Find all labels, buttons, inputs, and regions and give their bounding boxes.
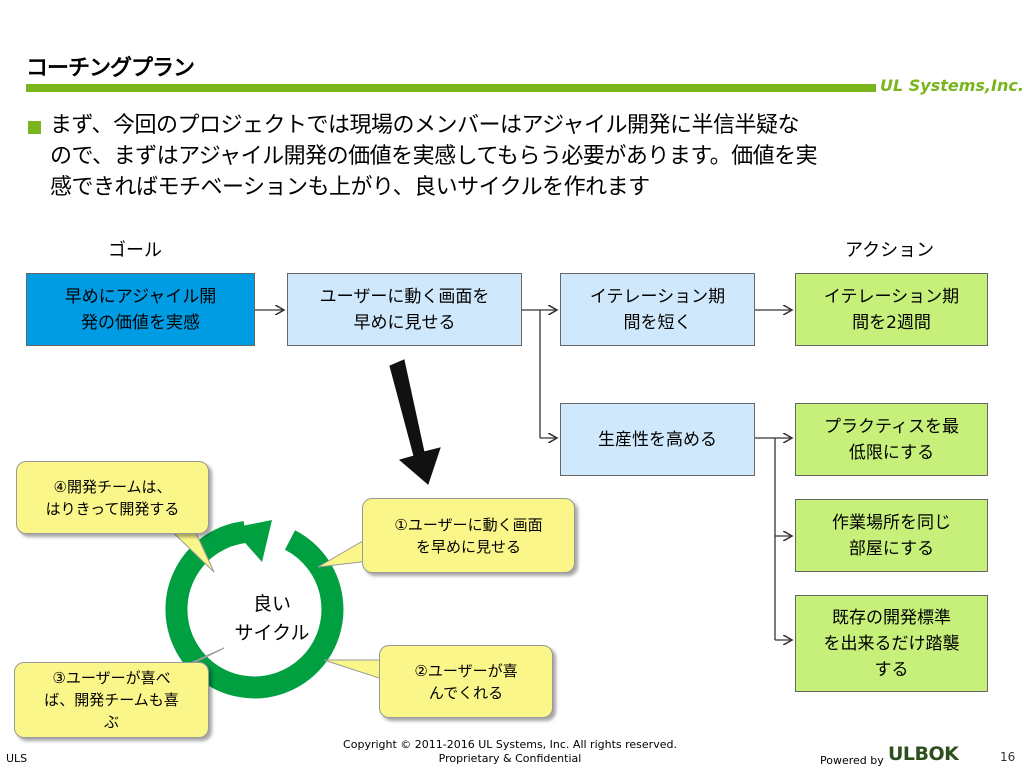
goal-box: 早めにアジャイル開発の価値を実感: [26, 273, 255, 346]
callout-line: はりきって開発する: [45, 499, 180, 518]
title-rule: [26, 84, 876, 92]
footer-copyright: Copyright © 2011-2016 UL Systems, Inc. A…: [300, 738, 720, 766]
cycle-ring-icon: [165, 521, 344, 699]
goal-column-label: ゴール: [108, 240, 162, 261]
ulbok-logo: ULBOK: [888, 743, 959, 765]
box-line: を出来るだけ踏襲: [823, 633, 960, 654]
bullet-line: ので、まずはアジャイル開発の価値を実感してもらう必要があります。価値を実: [50, 144, 818, 169]
cycle-line: サイクル: [234, 622, 310, 644]
box-line: ユーザーに動く画面を: [319, 286, 490, 307]
box-line: 既存の開発標準: [832, 607, 951, 628]
callout-line: ④開発チームは、: [53, 477, 172, 496]
box-line: 作業場所を同じ: [832, 512, 951, 533]
iteration-box: イテレーション期間を短く: [560, 273, 755, 346]
down-arrow-icon: [389, 359, 441, 485]
cycle-center-label: 良い サイクル: [222, 590, 322, 648]
box-line: 間を2週間: [852, 312, 931, 333]
callout-pointer: [323, 659, 386, 681]
copyright-line: Proprietary & Confidential: [438, 752, 582, 765]
productivity-box: 生産性を高める: [560, 403, 755, 476]
callout-line: んでくれる: [428, 683, 504, 702]
cycle-arrowhead-icon: [232, 520, 272, 562]
action-column-label: アクション: [845, 240, 935, 261]
box-line: 部屋にする: [848, 538, 935, 559]
box-line: 生産性を高める: [598, 429, 717, 450]
box-line: プラクティスを最: [824, 416, 959, 437]
action-box-1: イテレーション期間を2週間: [795, 273, 988, 346]
company-logo: UL Systems,Inc.: [880, 76, 1024, 95]
page-title: コーチングプラン: [26, 56, 195, 81]
callout-step-4: ④開発チームは、はりきって開発する: [16, 461, 209, 534]
copyright-line: Copyright © 2011-2016 UL Systems, Inc. A…: [343, 738, 677, 751]
callout-step-2: ②ユーザーが喜んでくれる: [379, 645, 553, 718]
box-line: 早めにアジャイル開: [64, 286, 217, 307]
bullet-square-icon: [28, 121, 41, 134]
callout-line: ①ユーザーに動く画面: [394, 515, 543, 534]
action-box-4: 既存の開発標準を出来るだけ踏襲する: [795, 595, 988, 692]
screen-box: ユーザーに動く画面を早めに見せる: [287, 273, 522, 346]
bullet-line: まず、今回のプロジェクトでは現場のメンバーはアジャイル開発に半信半疑な: [50, 113, 799, 138]
callout-line: ②ユーザーが喜: [414, 661, 518, 680]
box-line: 発の価値を実感: [80, 312, 200, 333]
bullet-line: 感できればモチベーションも上がり、良いサイクルを作れます: [50, 175, 650, 200]
action-box-3: 作業場所を同じ部屋にする: [795, 499, 988, 572]
callout-line: ば、開発チームも喜: [44, 691, 179, 709]
box-line: イテレーション期: [823, 286, 960, 307]
footer-left-label: ULS: [6, 752, 28, 765]
cycle-line: 良い: [252, 593, 291, 615]
callout-step-1: ①ユーザーに動く画面を早めに見せる: [362, 498, 575, 573]
callout-step-3: ③ユーザーが喜べば、開発チームも喜ぶ: [14, 662, 209, 738]
box-line: イテレーション期: [589, 286, 726, 307]
box-line: 低限にする: [848, 442, 935, 463]
callout-line: ぶ: [103, 713, 119, 731]
page-number: 16: [1000, 750, 1016, 764]
action-box-2: プラクティスを最低限にする: [795, 403, 988, 476]
footer-powered-by: Powered by: [820, 754, 884, 767]
box-line: する: [874, 659, 909, 680]
callout-line: ③ユーザーが喜べ: [52, 669, 171, 687]
callout-line: を早めに見せる: [415, 537, 521, 556]
box-line: 間を短く: [623, 312, 692, 333]
bullet-paragraph: まず、今回のプロジェクトでは現場のメンバーはアジャイル開発に半信半疑な ので、ま…: [50, 110, 990, 203]
box-line: 早めに見せる: [353, 312, 456, 333]
